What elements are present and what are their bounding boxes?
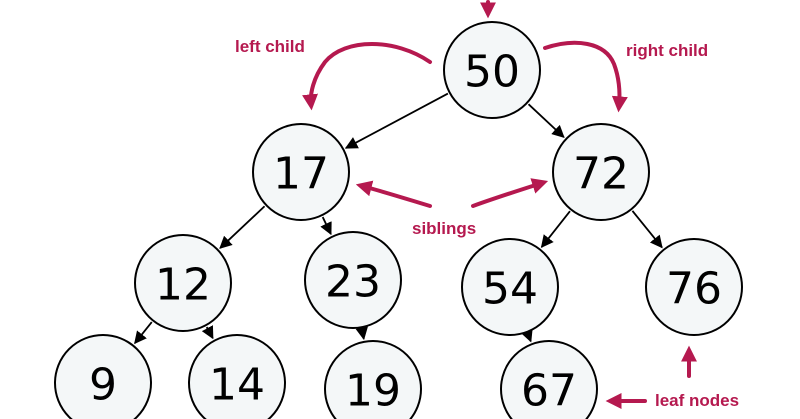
- node-circle: [324, 340, 422, 419]
- tree-node-17: 17: [252, 123, 350, 221]
- tree-node-67: 67: [500, 340, 598, 419]
- node-circle: [500, 340, 598, 419]
- node-label: 76: [666, 264, 722, 315]
- node-circle: [443, 21, 541, 119]
- right-child-arrow: [543, 40, 628, 113]
- tree-node-14: 14: [188, 334, 286, 419]
- edge-12-to-14: [201, 325, 214, 340]
- node-circle: [461, 238, 559, 336]
- tree-node-23: 23: [304, 231, 402, 329]
- siblings-arrow-right: [471, 178, 549, 208]
- tree-node-19: 19: [324, 340, 422, 419]
- tree-node-72: 72: [552, 123, 650, 221]
- node-label: 54: [482, 264, 538, 315]
- edge-50-to-17: [344, 92, 449, 149]
- node-label: 12: [155, 260, 211, 311]
- node-label: 23: [325, 257, 381, 308]
- left-child-label: left child: [235, 37, 305, 56]
- nodes-layer: 50 17 72 12 23 54 76 9 14 19 67: [54, 21, 743, 419]
- leaf-nodes-label: leaf nodes: [655, 391, 739, 410]
- node-label: 19: [345, 366, 401, 417]
- edge-23-to-19: [355, 326, 368, 341]
- node-label: 72: [573, 149, 629, 200]
- tree-node-9: 9: [54, 334, 152, 419]
- node-label: 50: [464, 47, 520, 98]
- node-circle: [304, 231, 402, 329]
- edge-17-to-12: [219, 205, 266, 249]
- edge-17-to-23: [320, 216, 332, 236]
- node-circle: [552, 123, 650, 221]
- left-child-arrow: [302, 42, 432, 111]
- edge-72-to-54: [540, 210, 571, 248]
- node-circle: [54, 334, 152, 419]
- node-label: 9: [89, 360, 117, 411]
- edge-54-to-67: [520, 328, 533, 343]
- node-circle: [252, 123, 350, 221]
- annotations-layer: left child right child siblings leaf nod…: [235, 0, 739, 410]
- node-circle: [188, 334, 286, 419]
- edge-50-to-72: [527, 103, 565, 139]
- node-label: 67: [521, 366, 577, 417]
- node-label: 14: [209, 360, 265, 411]
- edge-12-to-9: [134, 321, 153, 345]
- tree-node-12: 12: [134, 234, 232, 332]
- siblings-label: siblings: [412, 219, 476, 238]
- siblings-arrow-left: [355, 180, 432, 208]
- node-label: 17: [273, 149, 329, 200]
- node-circle: [134, 234, 232, 332]
- tree-node-76: 76: [645, 238, 743, 336]
- right-child-label: right child: [626, 41, 708, 60]
- edges-layer: [134, 92, 663, 345]
- edge-72-to-76: [631, 210, 663, 249]
- tree-node-54: 54: [461, 238, 559, 336]
- tree-node-50: 50: [443, 21, 541, 119]
- node-circle: [645, 238, 743, 336]
